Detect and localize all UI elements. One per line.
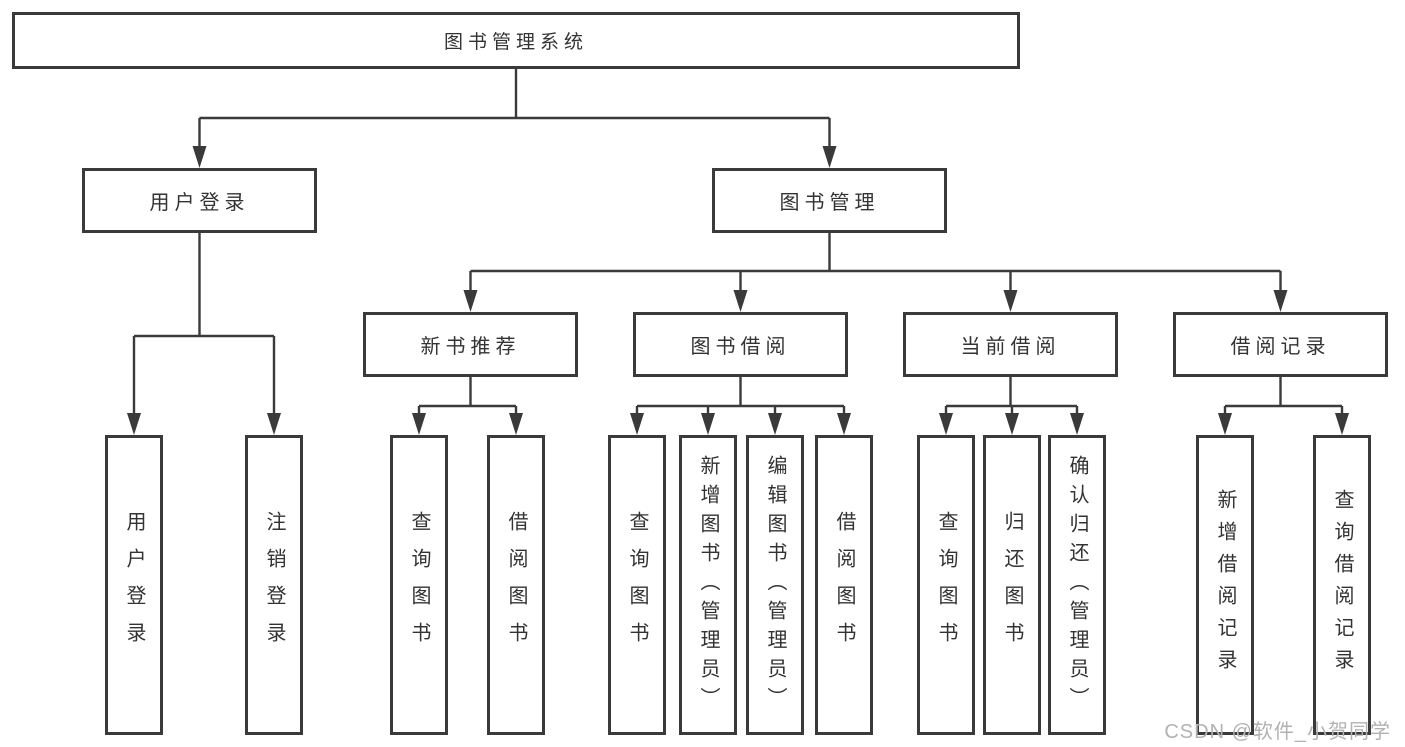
leaf-label: 借阅图书 [505,511,527,659]
leaf-label: 确认归还（管理员） [1066,454,1088,716]
leaf-add-book-admin: 新增图书（管理员） [679,435,737,735]
node-book-borrowing: 图书借阅 [633,312,848,377]
node-borrowing-records: 借阅记录 [1173,312,1388,377]
node-library-management-system: 图书管理系统 [12,12,1020,69]
leaf-query-borrow-record: 查询借阅记录 [1313,435,1371,735]
leaf-label: 新增图书（管理员） [697,454,719,716]
leaf-label: 注销登录 [263,511,285,659]
leaf-logout: 注销登录 [245,435,303,735]
node-new-book-recommendation: 新书推荐 [363,312,578,377]
node-label: 用户登录 [149,192,250,214]
leaf-label: 查询借阅记录 [1331,489,1353,681]
leaf-label: 新增借阅记录 [1214,489,1236,681]
leaf-borrow-books: 借阅图书 [815,435,873,735]
node-label: 当前借阅 [960,336,1061,358]
leaf-label: 归还图书 [1001,511,1023,659]
node-user-login: 用户登录 [82,168,317,233]
node-label: 图书借阅 [690,336,791,358]
leaf-query-books-borrow: 查询图书 [608,435,666,735]
leaf-label: 查询图书 [935,511,957,659]
node-current-borrowing: 当前借阅 [903,312,1118,377]
leaf-label: 查询图书 [408,511,430,659]
leaf-query-books-recommend: 查询图书 [390,435,448,735]
leaf-user-login: 用户登录 [105,435,163,735]
leaf-confirm-return-admin: 确认归还（管理员） [1048,435,1106,735]
node-label: 图书管理系统 [443,32,588,53]
leaf-label: 编辑图书（管理员） [764,454,786,716]
node-book-management: 图书管理 [712,168,947,233]
leaf-edit-book-admin: 编辑图书（管理员） [746,435,804,735]
leaf-add-borrow-record: 新增借阅记录 [1196,435,1254,735]
leaf-return-book: 归还图书 [983,435,1041,735]
csdn-watermark: CSDN @软件_小贺同学 [1164,721,1391,743]
node-label: 借阅记录 [1230,336,1331,358]
leaf-query-books-current: 查询图书 [917,435,975,735]
leaf-label: 用户登录 [123,511,145,659]
leaf-borrow-books-recommend: 借阅图书 [487,435,545,735]
leaf-label: 查询图书 [626,511,648,659]
node-label: 图书管理 [779,192,880,214]
leaf-label: 借阅图书 [833,511,855,659]
node-label: 新书推荐 [420,336,521,358]
